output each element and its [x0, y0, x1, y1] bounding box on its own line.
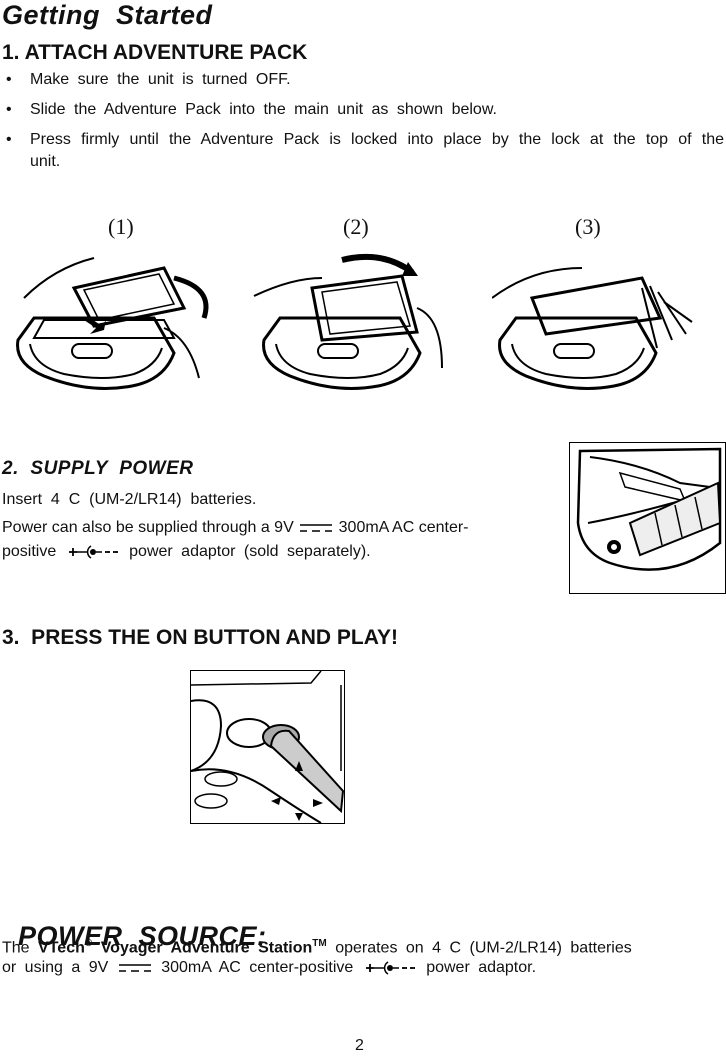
power-source-ma: 300mA AC center-positive — [161, 959, 354, 976]
polarity-icon — [68, 545, 118, 559]
power-source-line1: The VTech® Voyager Adventure StationTM o… — [2, 933, 724, 959]
section1-bullets: • Make sure the unit is turned OFF. • Sl… — [0, 69, 726, 179]
section1-title: 1. ATTACH ADVENTURE PACK — [2, 41, 308, 64]
section2-line2: Power can also be supplied through a 9V … — [2, 517, 558, 539]
bullet-item: Make sure the unit is turned OFF. — [30, 71, 291, 88]
bullet-item: Press firmly until the Adventure Pack is… — [30, 131, 724, 170]
section3-title: 3. PRESS THE ON BUTTON AND PLAY! — [2, 626, 398, 649]
page-number: 2 — [355, 1037, 364, 1054]
battery-compartment-illustration — [569, 442, 726, 594]
power-source-title-text: POWER SOURCE — [18, 921, 258, 951]
attach-step1-illustration — [16, 257, 209, 390]
power-source-or: or using a 9V — [2, 959, 109, 976]
dc-voltage-icon — [300, 524, 333, 532]
power-source-rest1: operates on 4 C (UM-2/LR14) batteries — [335, 939, 632, 957]
power-source-tm: TM — [312, 938, 327, 949]
attach-step2-illustration — [253, 253, 443, 390]
power-source-product: Voyager Adventure Station — [100, 939, 313, 957]
section2-line3: positive power adaptor (sold separately)… — [2, 541, 371, 563]
power-source-title-colon: : — [257, 921, 267, 951]
attach-step3-illustration — [492, 267, 693, 390]
figure-label-3: (3) — [575, 214, 601, 239]
section2-line3-a: positive — [2, 543, 57, 560]
power-source-line2: or using a 9V 300mA AC center-positive p… — [2, 957, 536, 979]
polarity-icon — [365, 961, 415, 975]
bullet-glyph: • — [6, 101, 12, 118]
bullet-item: Slide the Adventure Pack into the main u… — [30, 101, 497, 118]
figure-label-2: (2) — [343, 214, 369, 239]
on-button-illustration — [190, 670, 345, 824]
figure-label-1: (1) — [108, 214, 134, 239]
section2-title: 2. SUPPLY POWER — [2, 458, 194, 479]
bullet-glyph: • — [6, 131, 12, 148]
section2-line3-b: power adaptor (sold separately). — [129, 543, 371, 560]
dc-voltage-icon — [118, 964, 151, 972]
power-source-brand: VTech — [38, 939, 85, 957]
section2-line2-b: 300mA AC center- — [338, 519, 469, 536]
page-title: Getting Started — [2, 0, 213, 30]
power-source-title: POWER SOURCE: — [2, 890, 267, 952]
bullet-glyph: • — [6, 71, 12, 88]
section2-line2-a: Power can also be supplied through a 9V — [2, 519, 294, 536]
power-source-end: power adaptor. — [426, 959, 537, 976]
power-source-the: The — [2, 939, 30, 957]
section2-line1: Insert 4 C (UM-2/LR14) batteries. — [2, 491, 257, 508]
power-source-reg: ® — [84, 938, 93, 949]
